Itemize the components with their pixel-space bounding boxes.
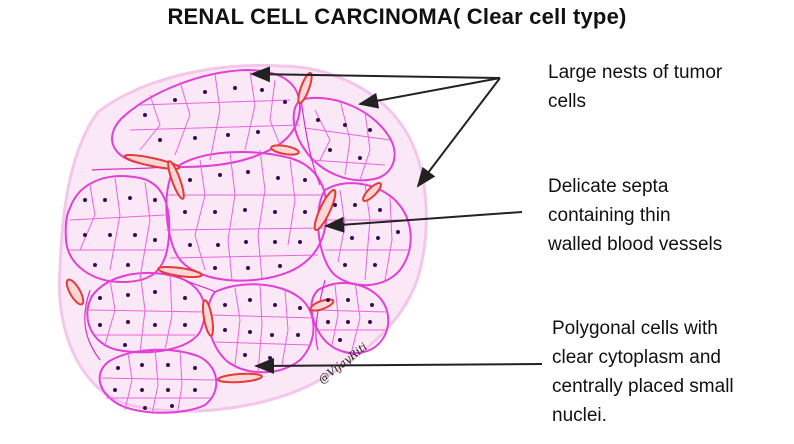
label-line: nuclei. bbox=[552, 401, 734, 430]
label-polygonal-cells: Polygonal cells with clear cytoplasm and… bbox=[552, 314, 734, 430]
label-line: Large nests of tumor bbox=[548, 58, 722, 87]
label-line: Delicate septa bbox=[548, 172, 722, 201]
label-large-nests: Large nests of tumor cells bbox=[548, 58, 722, 116]
arrow-nests-2 bbox=[360, 78, 500, 104]
arrow-nests-3 bbox=[418, 78, 500, 186]
label-line: cells bbox=[548, 87, 722, 116]
label-line: clear cytoplasm and bbox=[552, 343, 734, 372]
label-line: containing thin bbox=[548, 201, 722, 230]
label-delicate-septa: Delicate septa containing thin walled bl… bbox=[548, 172, 722, 259]
label-line: centrally placed small bbox=[552, 372, 734, 401]
label-line: walled blood vessels bbox=[548, 230, 722, 259]
label-line: Polygonal cells with bbox=[552, 314, 734, 343]
